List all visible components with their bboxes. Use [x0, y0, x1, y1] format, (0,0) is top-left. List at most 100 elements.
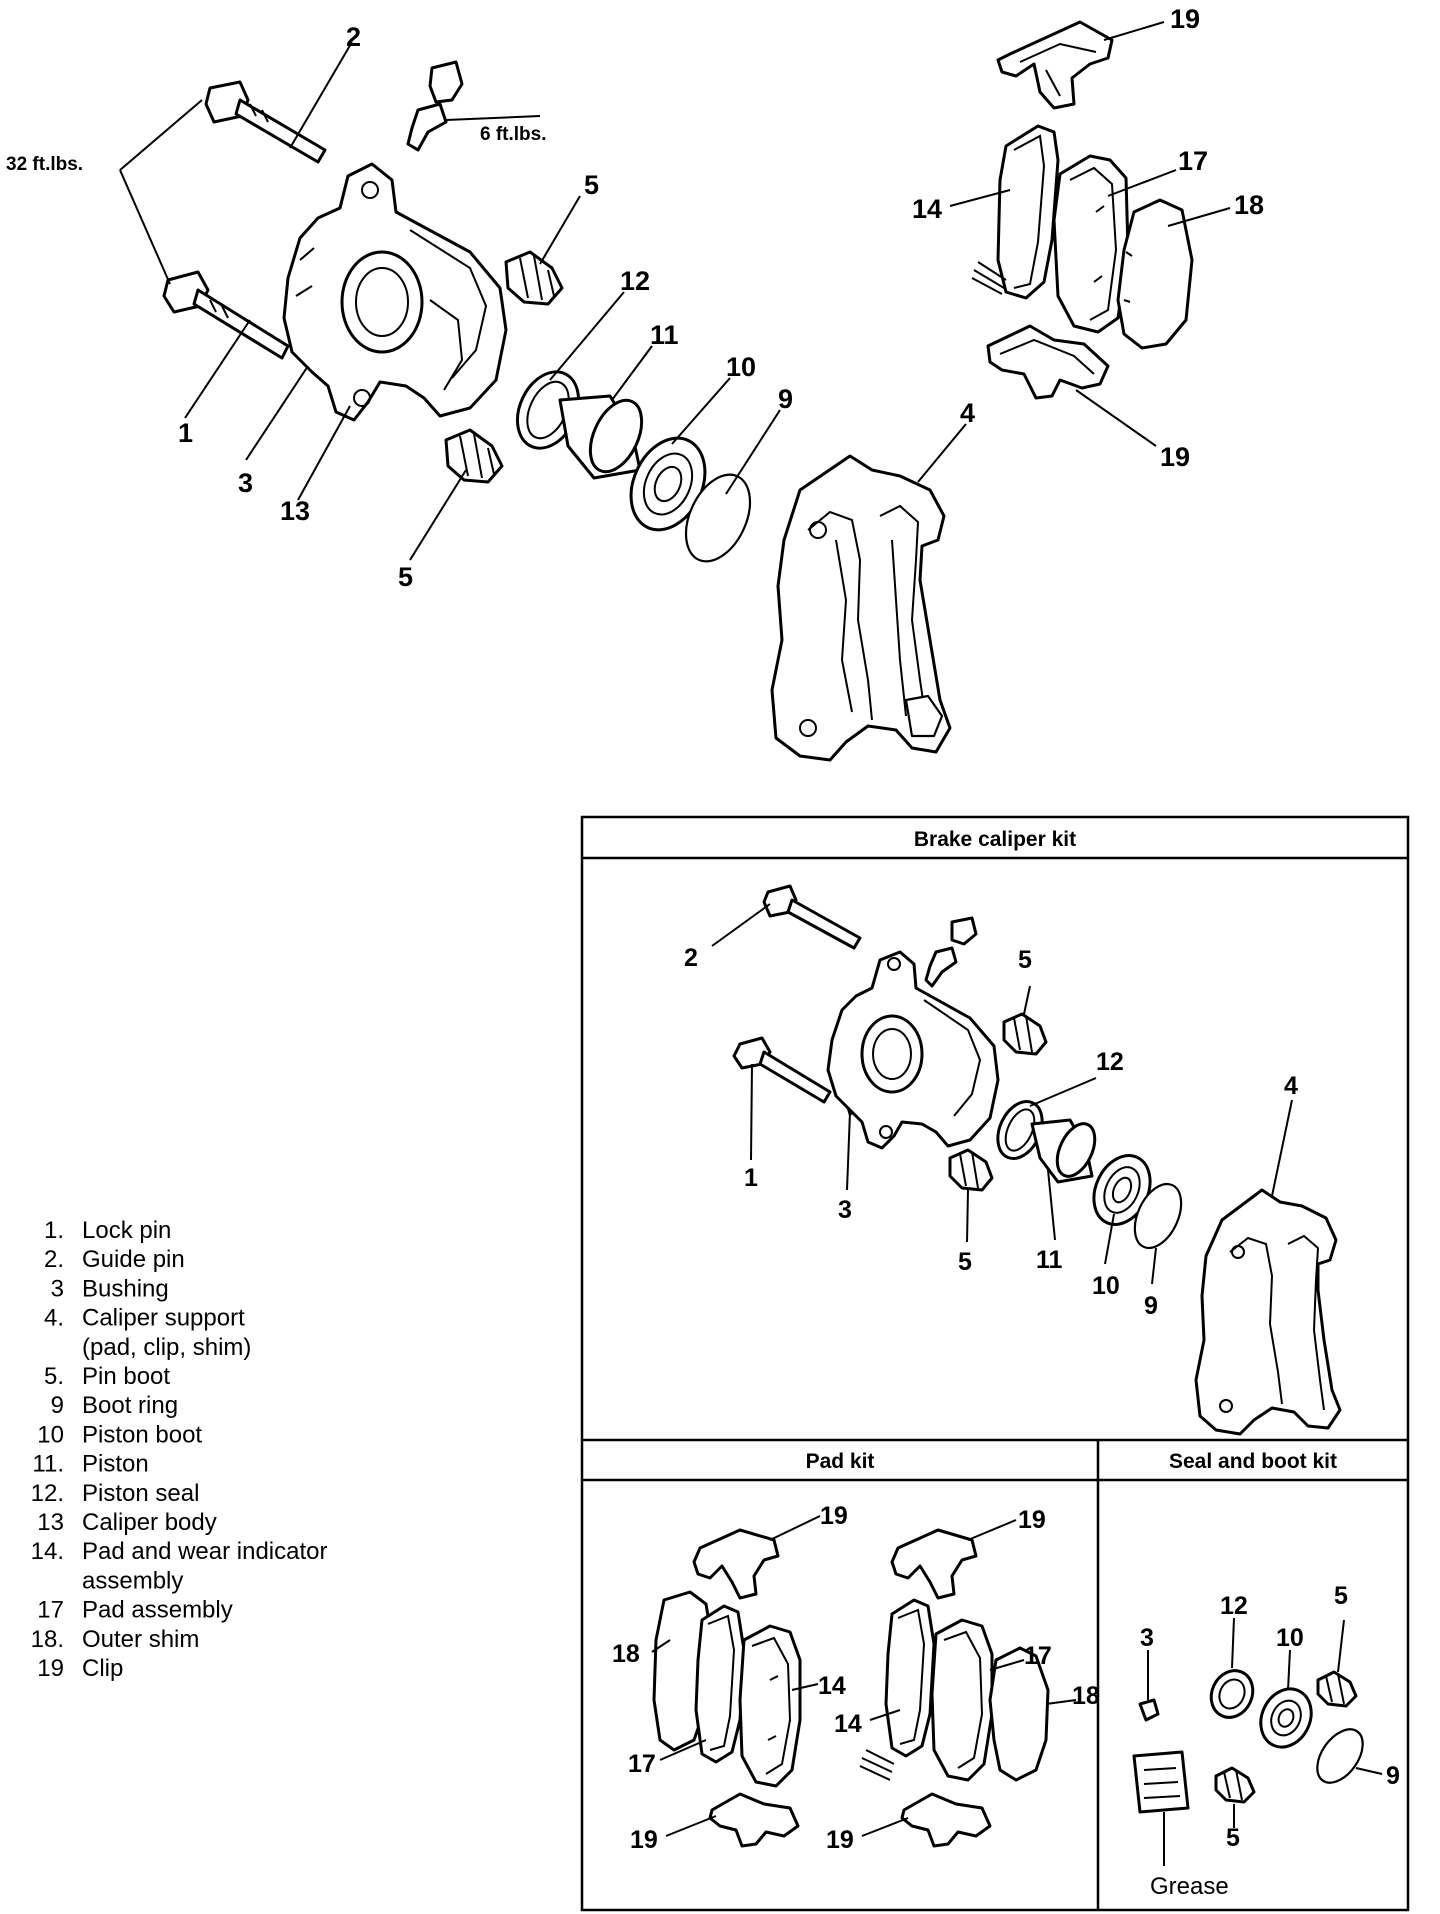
legend-row: 17 Pad assembly [37, 1597, 232, 1624]
bck-callout-piston: 11 [1036, 1246, 1063, 1274]
callout-pin-boot-lower: 5 [398, 562, 413, 592]
piston-part [558, 394, 644, 480]
clip-lower-part [986, 324, 1110, 400]
brake-caliper-kit-view [732, 884, 1342, 1436]
main-leader-lines [119, 21, 1231, 561]
pk-left-callout-pad-assembly: 17 [628, 1750, 656, 1778]
callout-caliper-body: 13 [280, 496, 310, 526]
brake-caliper-kit-leaders [711, 903, 1293, 1285]
bck-callout-bushing: 3 [838, 1196, 852, 1224]
legend-label: Boot ring [82, 1392, 178, 1419]
callout-pin-boot-upper: 5 [584, 170, 599, 200]
legend-row: 10 Piston boot [37, 1421, 202, 1448]
bck-callout-guide-pin: 2 [684, 944, 698, 972]
pk-right-callout-shim: 18 [1072, 1682, 1100, 1710]
kit-title-brake-caliper: Brake caliper kit [914, 828, 1076, 851]
callout-outer-shim: 18 [1234, 190, 1264, 220]
outer-shim-part [1116, 198, 1194, 350]
sbk-callout-bushing: 3 [1140, 1624, 1154, 1652]
bck-callout-boot-ring: 9 [1144, 1292, 1158, 1320]
legend-number: 14. [31, 1538, 64, 1565]
legend-row: 3 Bushing [51, 1275, 169, 1302]
sbk-grease-label: Grease [1150, 1873, 1229, 1900]
bck-callout-piston-seal: 12 [1096, 1048, 1124, 1076]
legend-number: 9 [51, 1392, 64, 1419]
pin-boot-lower-part [444, 428, 504, 484]
torque-bolts-label: 32 ft.lbs. [6, 154, 83, 175]
legend-row: 19 Clip [37, 1655, 123, 1682]
pk-left-callout-clip-bottom: 19 [630, 1826, 658, 1854]
callout-lock-pin: 1 [178, 418, 193, 448]
callout-clip-lower: 19 [1160, 442, 1190, 472]
legend-label: Piston seal [82, 1480, 199, 1507]
pk-left-callout-clip-top: 19 [820, 1502, 848, 1530]
legend-label: assembly [82, 1567, 183, 1594]
legend-row: 9 Boot ring [51, 1392, 178, 1419]
legend-label: Caliper body [82, 1509, 217, 1536]
callout-bushing: 3 [238, 468, 253, 498]
legend-row: 2.Guide pin [44, 1246, 185, 1273]
legend-label: Guide pin [82, 1246, 185, 1273]
seal-boot-kit-view [1132, 1669, 1364, 1814]
legend-row: 11. Piston [32, 1451, 148, 1478]
legend-label: Clip [82, 1655, 123, 1682]
legend-number: 13 [37, 1509, 64, 1536]
legend-row: 18. Outer shim [31, 1626, 200, 1653]
caliper-body-part [282, 162, 508, 422]
legend-label: Piston boot [82, 1421, 202, 1448]
legend-row: 4.Caliper support [44, 1305, 245, 1332]
kit-title-seal-boot: Seal and boot kit [1169, 1450, 1337, 1473]
legend-number: 11. [32, 1451, 64, 1478]
pk-right-callout-pad-assembly: 17 [1024, 1642, 1052, 1670]
legend-label: Bushing [82, 1275, 169, 1302]
kit-title-pad: Pad kit [806, 1450, 875, 1473]
clip-upper-part [996, 20, 1114, 110]
lock-pin-part [162, 270, 290, 360]
legend-number: 17 [37, 1597, 64, 1624]
legend-label: Pad and wear indicator [82, 1538, 327, 1565]
pk-right-callout-clip-bottom: 19 [826, 1826, 854, 1854]
sbk-callout-pin-boot-lower: 5 [1226, 1824, 1240, 1852]
legend-label: Caliper support [82, 1305, 245, 1332]
legend-row: 13 Caliper body [37, 1509, 216, 1536]
caliper-support-part [770, 454, 952, 762]
callout-piston-seal: 12 [620, 266, 650, 296]
legend-number: 5. [44, 1363, 64, 1390]
legend-label: (pad, clip, shim) [82, 1334, 251, 1361]
legend-label: Piston [82, 1451, 149, 1478]
callout-pad-assembly: 17 [1178, 146, 1208, 176]
legend-number: 19 [37, 1655, 64, 1682]
callout-guide-pin: 2 [346, 22, 361, 52]
bck-callout-caliper-support: 4 [1284, 1072, 1298, 1100]
legend-label: Outer shim [82, 1626, 199, 1653]
callout-caliper-support: 4 [960, 398, 975, 428]
pad-wear-indicator-part [971, 124, 1060, 300]
bck-callout-lock-pin: 1 [744, 1164, 758, 1192]
pin-boot-upper-part [504, 250, 564, 306]
bck-callout-piston-boot: 10 [1092, 1272, 1120, 1300]
bck-callout-pin-boot-lower: 5 [958, 1248, 972, 1276]
legend-row: 12. Piston seal [31, 1480, 200, 1507]
sbk-callout-boot-ring: 9 [1386, 1762, 1400, 1790]
callout-pad-wear-indicator: 14 [912, 194, 942, 224]
legend-row: assembly [82, 1567, 183, 1594]
pk-left-callout-shim: 18 [612, 1640, 640, 1668]
bck-callout-pin-boot-upper: 5 [1018, 946, 1032, 974]
callout-piston-boot: 10 [726, 352, 756, 382]
legend-number: 18. [31, 1626, 64, 1653]
legend-label: Lock pin [82, 1217, 171, 1244]
legend-label: Pad assembly [82, 1597, 233, 1624]
legend-row: 1.Lock pin [44, 1217, 171, 1244]
legend-row: (pad, clip, shim) [82, 1334, 251, 1361]
pad-kit-left-set [652, 1528, 802, 1848]
pk-right-callout-pad: 14 [834, 1710, 862, 1738]
pk-left-callout-pad: 14 [818, 1672, 846, 1700]
legend-number: 10 [37, 1421, 64, 1448]
legend-number: 3 [51, 1275, 64, 1302]
kit-box: Brake caliper kit Pad kit Seal and boot … [580, 815, 1410, 1912]
bleeder-part [406, 60, 464, 152]
legend-number: 12. [31, 1480, 64, 1507]
legend-row: 5.Pin boot [44, 1363, 170, 1390]
